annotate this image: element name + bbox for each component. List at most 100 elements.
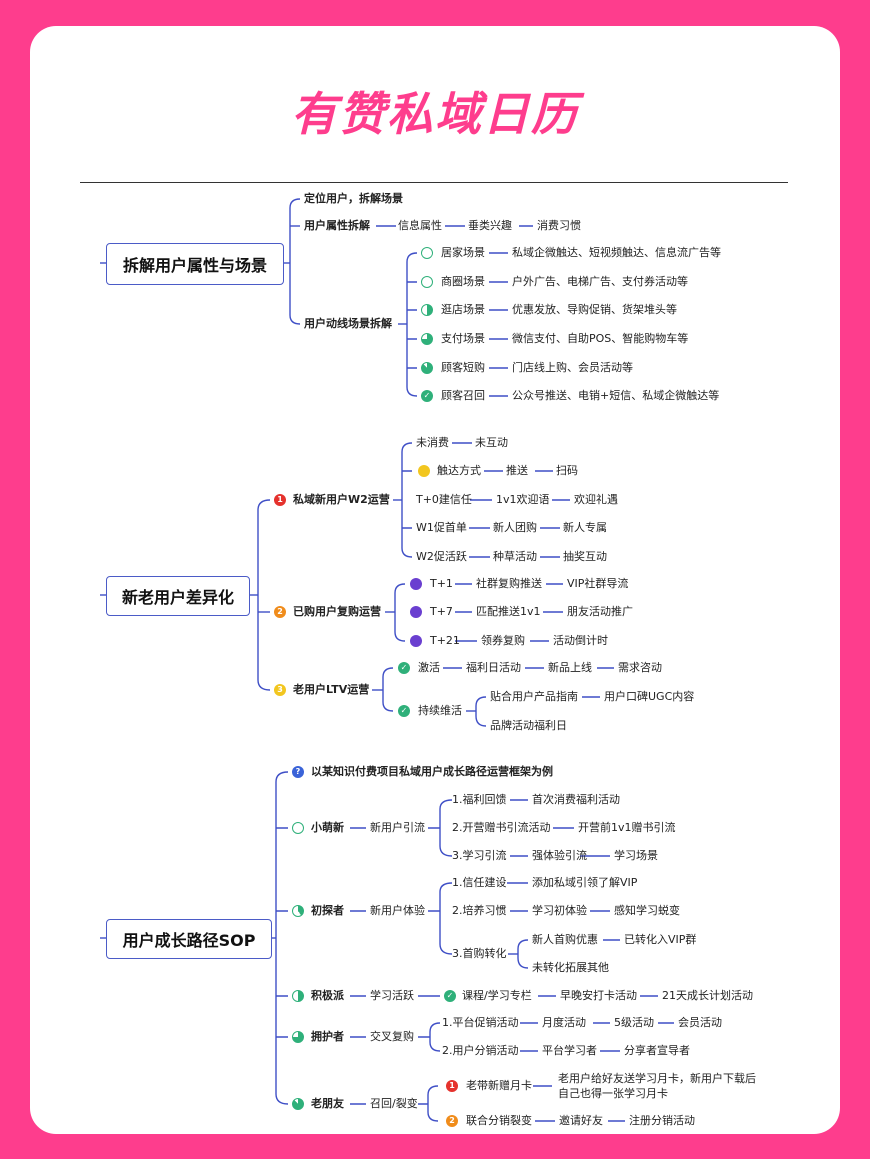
root-node-2: 新老用户差异化 (106, 576, 250, 616)
node: 贴合用户产品指南 (490, 690, 578, 703)
node: 新人团购 (493, 521, 537, 534)
root-node-3: 用户成长路径SOP (106, 919, 272, 959)
progress-icon (421, 333, 433, 345)
progress-icon (292, 905, 304, 917)
node: 交叉复购 (370, 1030, 414, 1043)
node: 强体验引流 (532, 849, 587, 862)
intro-node: 以某知识付费项目私域用户成长路径运营框架为例 (311, 765, 553, 778)
node: 抽奖互动 (563, 550, 607, 563)
scene-val: 公众号推送、电销+短信、私域企微触达等 (512, 389, 720, 402)
scene-val: 微信支付、自助POS、智能购物车等 (512, 332, 689, 345)
node: 新人专属 (563, 521, 607, 534)
stage-a: 小萌新 (311, 821, 344, 834)
node: 新用户引流 (370, 821, 425, 834)
node: 会员活动 (678, 1016, 722, 1029)
node: 品牌活动福利日 (490, 719, 567, 732)
node: 朋友活动推广 (567, 605, 633, 618)
node: 分享者宣导者 (624, 1044, 690, 1057)
check-icon: ✓ (398, 705, 410, 717)
dot-icon (410, 578, 422, 590)
node: 注册分销活动 (629, 1114, 695, 1127)
branch-ltv: 老用户LTV运营 (293, 683, 370, 696)
dot-icon (410, 606, 422, 618)
node: 2.用户分销活动 (442, 1044, 519, 1057)
node: 学习活跃 (370, 989, 414, 1002)
stage-e: 老朋友 (311, 1097, 344, 1110)
check-icon: ✓ (444, 990, 456, 1002)
node-attr-b: 垂类兴趣 (468, 219, 512, 232)
stage-c: 积极派 (311, 989, 344, 1002)
node: 3.首购转化 (452, 947, 507, 960)
scene-key: 顾客短购 (441, 361, 485, 374)
node: 课程/学习专栏 (462, 989, 532, 1002)
node: 首次消费福利活动 (532, 793, 620, 806)
node: 扫码 (556, 464, 578, 477)
progress-icon (421, 247, 433, 259)
node-scene: 用户动线场景拆解 (304, 317, 392, 330)
branch-repurchase: 已购用户复购运营 (293, 605, 381, 618)
node: T+21 (430, 634, 460, 647)
node: 社群复购推送 (476, 577, 542, 590)
node: 学习初体验 (532, 904, 587, 917)
progress-icon (292, 1098, 304, 1110)
root-node-1: 拆解用户属性与场景 (106, 243, 284, 285)
node: 平台学习者 (542, 1044, 597, 1057)
node: 新人首购优惠 (532, 933, 598, 946)
node: 开营前1v1赠书引流 (578, 821, 676, 834)
scene-key: 居家场景 (441, 246, 485, 259)
progress-icon (421, 304, 433, 316)
scene-key: 支付场景 (441, 332, 485, 345)
badge-2-icon: 2 (446, 1115, 458, 1127)
node: 月度活动 (542, 1016, 586, 1029)
node: 3.学习引流 (452, 849, 507, 862)
node: 欢迎礼遇 (574, 493, 618, 506)
check-icon: ✓ (398, 662, 410, 674)
node-attr: 用户属性拆解 (304, 219, 370, 232)
node: 用户口碑UGC内容 (604, 690, 695, 703)
badge-1-icon: 1 (274, 494, 286, 506)
scene-val: 门店线上购、会员活动等 (512, 361, 633, 374)
badge-2-icon: 2 (274, 606, 286, 618)
badge-3-icon: 3 (274, 684, 286, 696)
node: 1v1欢迎语 (496, 493, 550, 506)
node: 福利日活动 (466, 661, 521, 674)
node: 感知学习蜕变 (614, 904, 680, 917)
node: 添加私域引领了解VIP (532, 876, 638, 889)
scene-key: 逛店场景 (441, 303, 485, 316)
progress-icon (292, 1031, 304, 1043)
scene-key: 商圈场景 (441, 275, 485, 288)
node: 老用户给好友送学习月卡，新用户下载后 (558, 1072, 756, 1085)
node: W1促首单 (416, 521, 467, 534)
scene-key: 顾客召回 (441, 389, 485, 402)
node: 老带新赠月卡 (466, 1079, 532, 1092)
node: T+1 (430, 577, 453, 590)
node: 邀请好友 (559, 1114, 603, 1127)
node: 2.培养习惯 (452, 904, 507, 917)
node-attr-c: 消费习惯 (537, 219, 581, 232)
stage-d: 拥护者 (311, 1030, 344, 1043)
node: VIP社群导流 (567, 577, 629, 590)
node: 未消费 (416, 436, 449, 449)
node: 早晚安打卡活动 (560, 989, 637, 1002)
node-attr-a: 信息属性 (398, 219, 442, 232)
badge-1-icon: 1 (446, 1080, 458, 1092)
node: 活动倒计时 (553, 634, 608, 647)
poster-title: 有赞私域日历 (291, 87, 579, 141)
node: 推送 (506, 464, 528, 477)
node: 2.开营赠书引流活动 (452, 821, 551, 834)
scene-val: 优惠发放、导购促销、货架堆头等 (512, 303, 677, 316)
node: 21天成长计划活动 (662, 989, 753, 1002)
node: 1.福利回馈 (452, 793, 507, 806)
stage-b: 初探者 (311, 904, 344, 917)
node: T+7 (430, 605, 453, 618)
node: 匹配推送1v1 (476, 605, 541, 618)
node: 触达方式 (437, 464, 481, 477)
node-locate: 定位用户，拆解场景 (304, 192, 403, 205)
node: 激活 (418, 661, 440, 674)
node: W2促活跃 (416, 550, 467, 563)
node: 1.信任建设 (452, 876, 507, 889)
progress-icon (421, 362, 433, 374)
divider (80, 182, 788, 183)
node: 种草活动 (493, 550, 537, 563)
